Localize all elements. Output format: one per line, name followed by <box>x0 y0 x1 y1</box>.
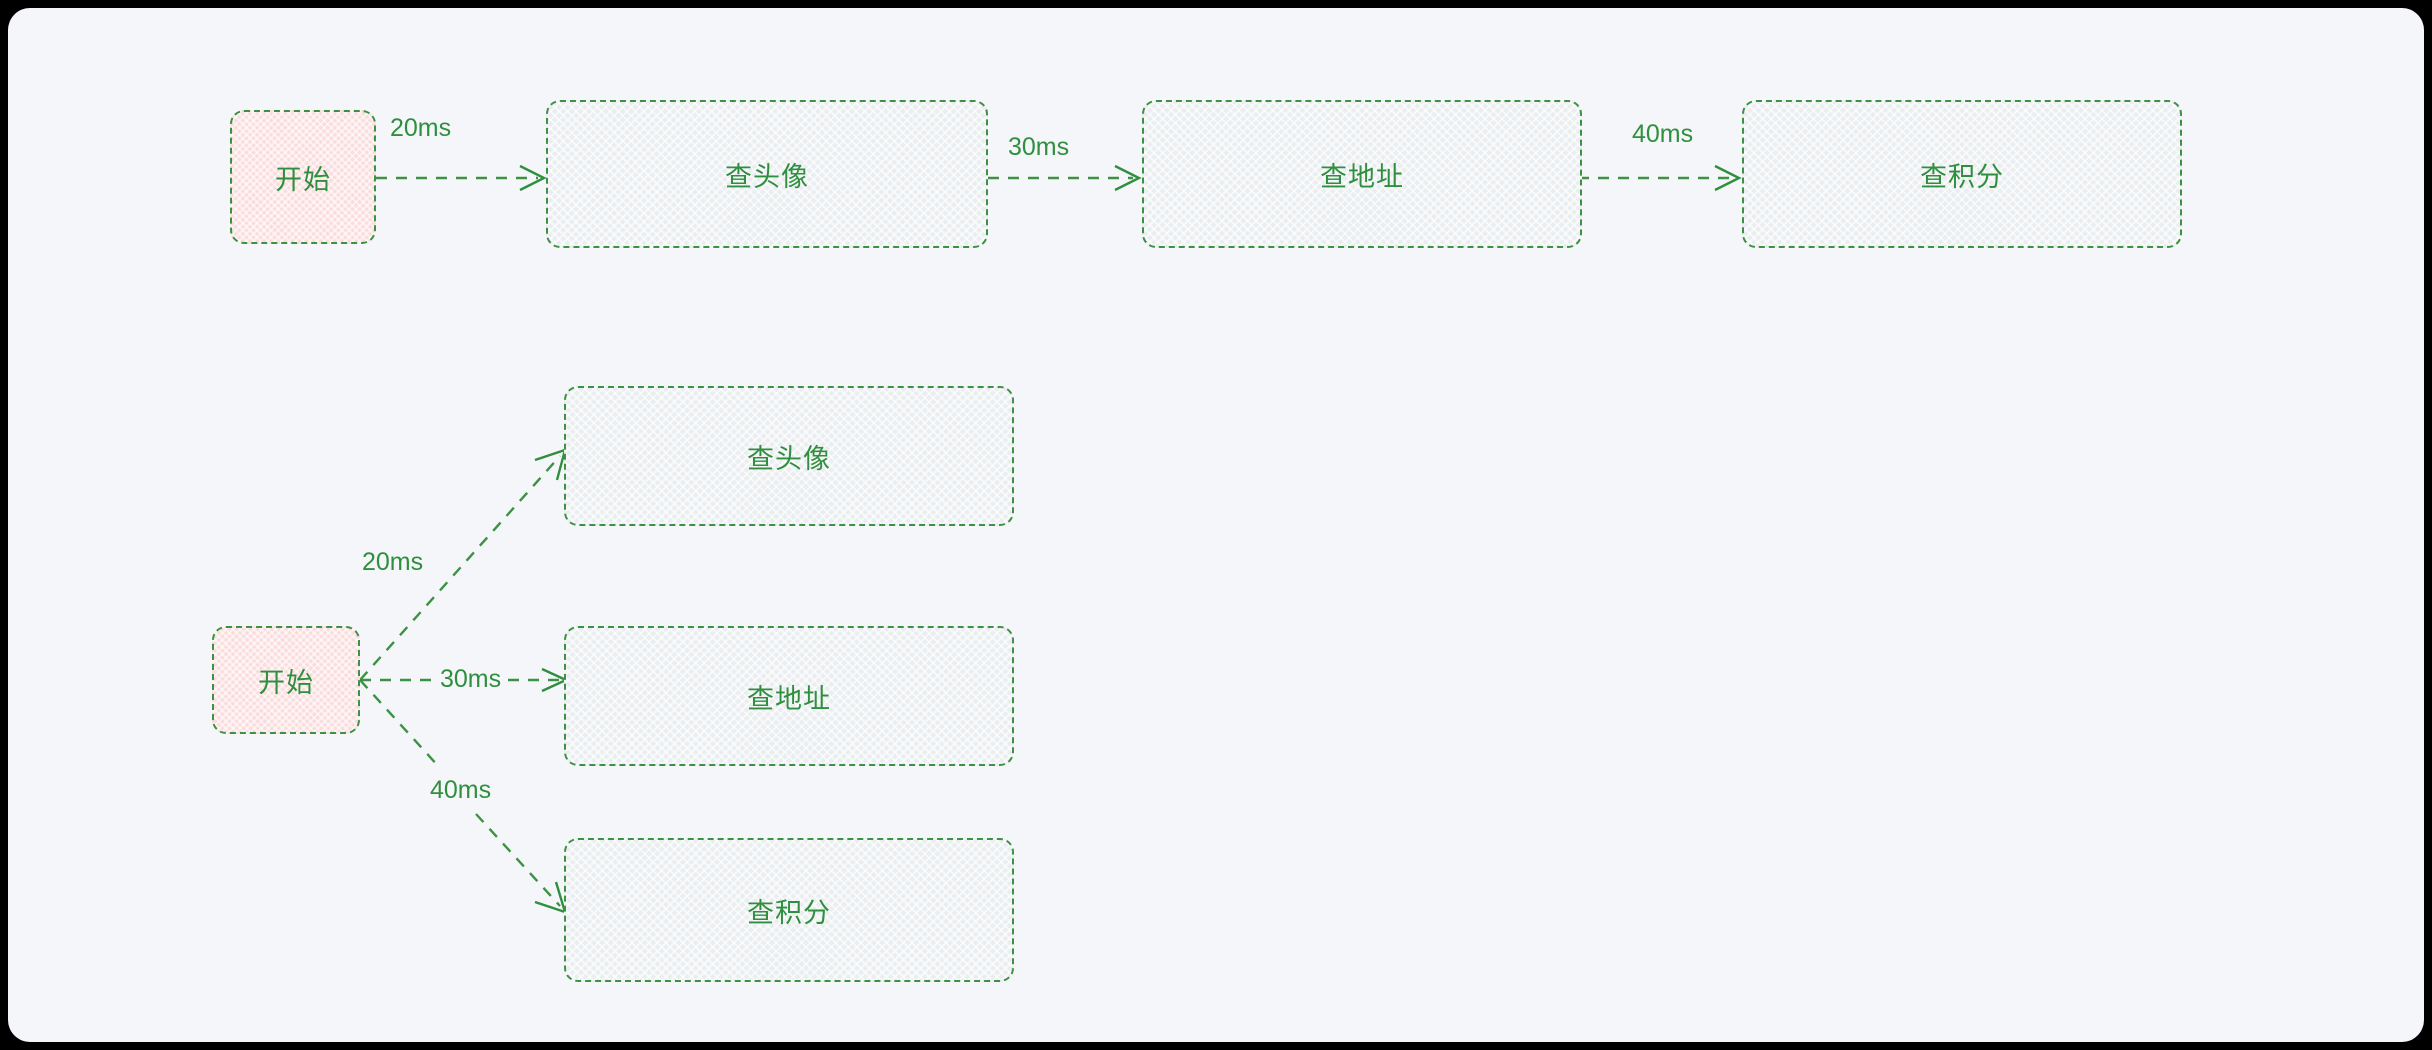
edge-label-parallel-20ms: 20ms <box>362 548 424 576</box>
arrowhead-s2-start-avatar <box>534 448 567 481</box>
node-parallel-start[interactable]: 开始 <box>212 626 360 734</box>
arrowhead-s2-start-addr <box>541 667 569 693</box>
node-serial-avatar[interactable]: 查头像 <box>546 100 988 248</box>
edge-label-serial-30ms: 30ms <box>1008 133 1070 161</box>
edge-label-parallel-30ms: 30ms <box>436 665 506 694</box>
node-label: 开始 <box>275 164 331 195</box>
node-parallel-address[interactable]: 查地址 <box>564 626 1014 766</box>
diagram-panel: 开始 查头像 查地址 查积分 20ms 30ms 40ms 开始 查头像 查地址… <box>8 8 2424 1042</box>
node-serial-points[interactable]: 查积分 <box>1742 100 2182 248</box>
arrowhead-s1-addr-point <box>1714 164 1742 192</box>
connector-s2-start-point-a <box>359 679 441 769</box>
edge-label-parallel-40ms: 40ms <box>430 776 492 804</box>
node-label: 查地址 <box>1320 161 1404 192</box>
arrowhead-s1-start-avatar <box>519 164 547 192</box>
node-parallel-avatar[interactable]: 查头像 <box>564 386 1014 526</box>
node-label: 开始 <box>258 667 314 698</box>
node-parallel-points[interactable]: 查积分 <box>564 838 1014 982</box>
node-label: 查头像 <box>725 161 809 192</box>
edge-label-serial-40ms: 40ms <box>1632 120 1694 148</box>
node-serial-address[interactable]: 查地址 <box>1142 100 1582 248</box>
node-label: 查地址 <box>747 683 831 714</box>
connector-s2-start-point-b <box>475 813 561 907</box>
arrowhead-s2-start-point <box>534 881 567 914</box>
node-label: 查积分 <box>747 897 831 928</box>
node-serial-start[interactable]: 开始 <box>230 110 376 244</box>
node-label: 查头像 <box>747 443 831 474</box>
edge-label-serial-20ms: 20ms <box>390 114 452 142</box>
arrowhead-s1-avatar-addr <box>1114 164 1142 192</box>
node-label: 查积分 <box>1920 161 2004 192</box>
